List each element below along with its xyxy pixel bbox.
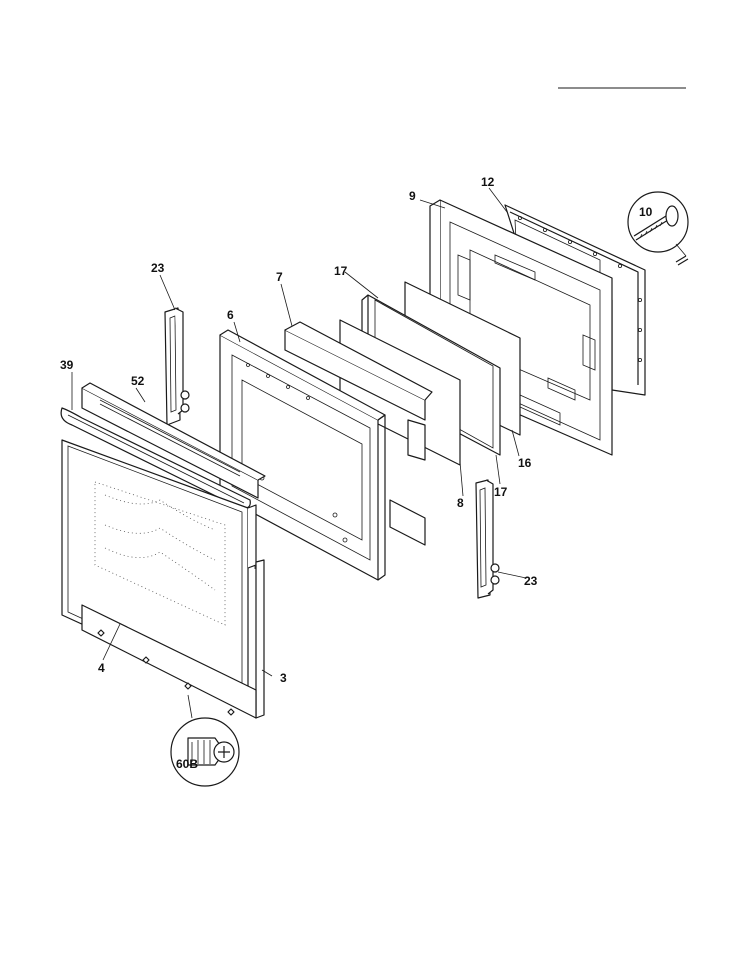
part-6-door-frame xyxy=(219,329,386,581)
part-52-handle-trim xyxy=(81,382,266,499)
callout-3: 3 xyxy=(280,671,287,685)
callout-60b: 60B xyxy=(176,757,198,771)
callout-17-bottom: 17 xyxy=(494,485,508,499)
callout-23-right: 23 xyxy=(524,574,538,588)
part-23-hinge-right xyxy=(475,479,500,599)
bottom-screws xyxy=(97,629,235,716)
callout-7: 7 xyxy=(276,270,283,284)
callout-12: 12 xyxy=(481,175,495,189)
part-10-screw-detail xyxy=(627,191,689,266)
callout-4: 4 xyxy=(98,661,105,675)
callout-8: 8 xyxy=(457,496,464,510)
part-3-outer-door xyxy=(61,439,265,719)
part-60b-screw-detail xyxy=(170,694,240,787)
callout-23-top: 23 xyxy=(151,261,165,275)
leader-lines xyxy=(71,187,527,677)
callout-6: 6 xyxy=(227,308,234,322)
callout-9: 9 xyxy=(409,189,416,203)
callout-10: 10 xyxy=(639,205,653,219)
part-39-handle xyxy=(60,407,251,509)
callout-52: 52 xyxy=(131,374,145,388)
callout-16: 16 xyxy=(518,456,532,470)
callout-17-top: 17 xyxy=(334,264,348,278)
callout-39: 39 xyxy=(60,358,74,372)
part-23-hinge-left xyxy=(164,307,190,426)
